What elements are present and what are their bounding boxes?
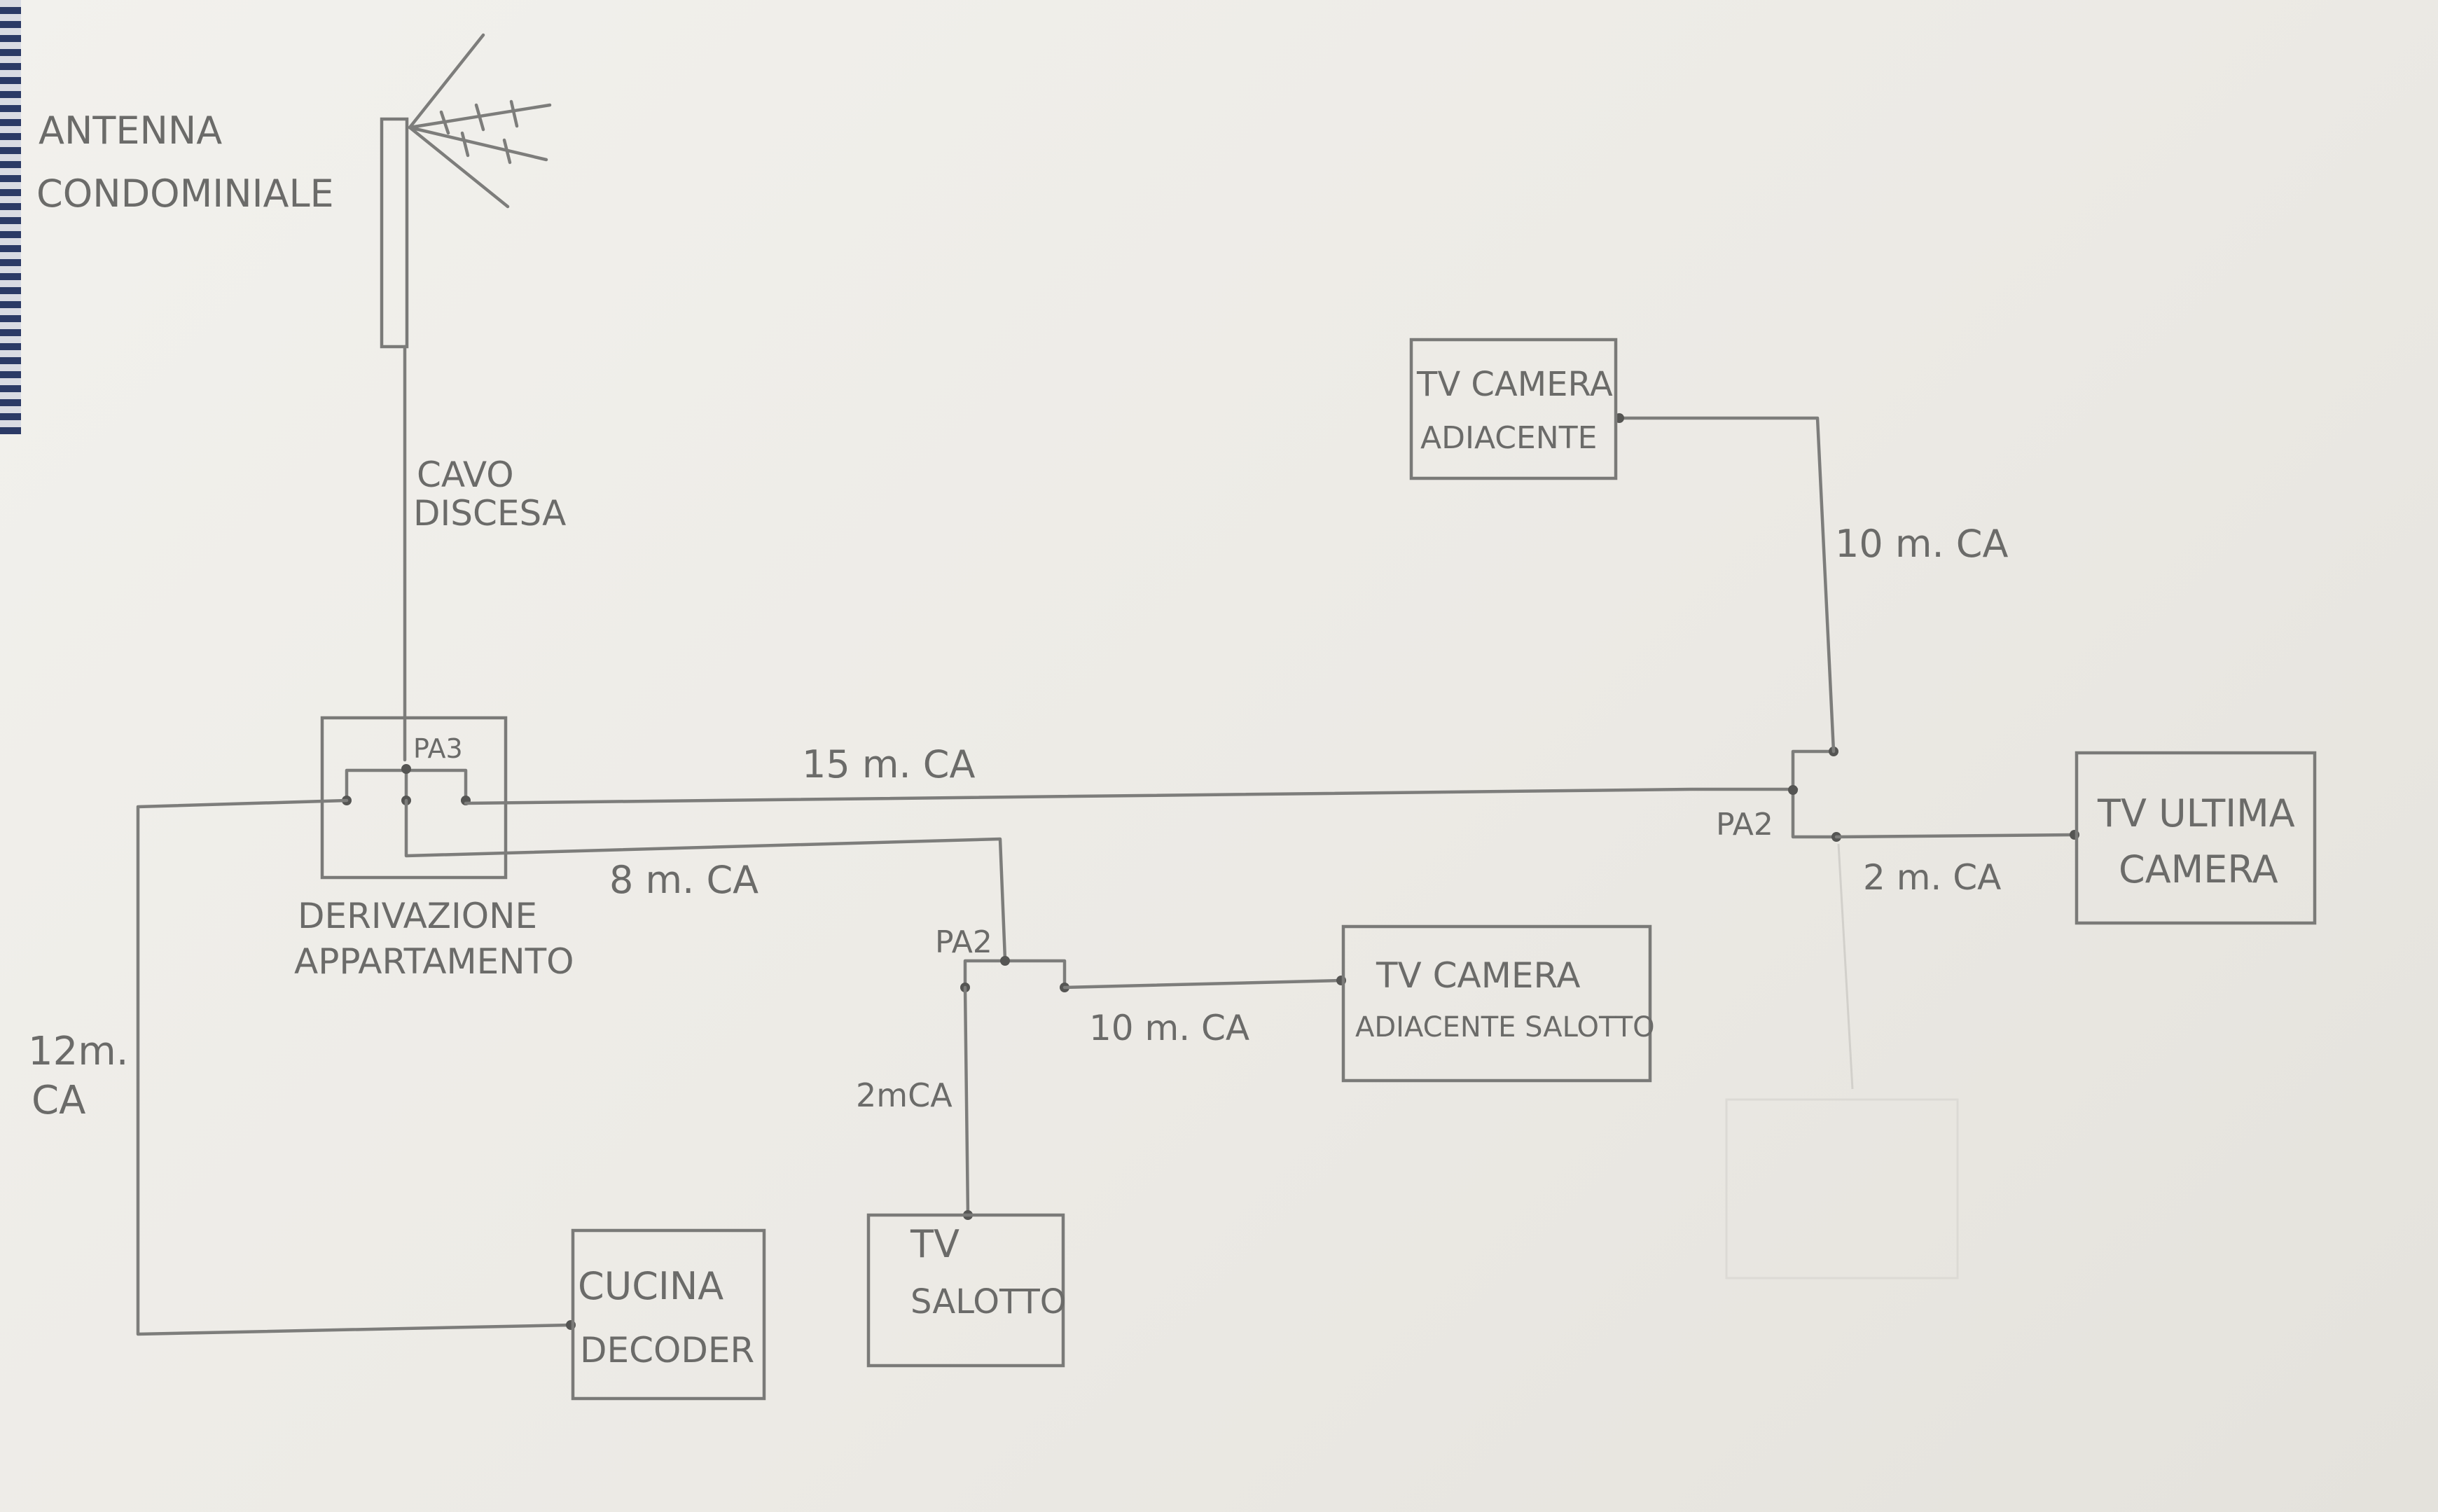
tv-salotto-label-2: SALOTTO	[910, 1282, 1067, 1322]
tv-camera-adiacente-label-1: TV CAMERA	[1416, 365, 1613, 404]
pa2-right-body	[1791, 749, 1838, 839]
cucina-decoder-box	[571, 1228, 766, 1401]
pa3-label: PA3	[413, 733, 463, 764]
antenna-lower-arm	[408, 125, 510, 209]
tv-ultima-camera-box	[2075, 751, 2317, 925]
cable-main-right	[464, 787, 1799, 805]
tv-camera-adiacente-salotto-box	[1341, 924, 1652, 1083]
antenna-element	[509, 99, 519, 128]
length-main-right: 15 m. CA	[802, 742, 976, 786]
antenna-upper-arm	[408, 33, 485, 130]
tv-salotto-box	[866, 1213, 1065, 1368]
length-camera-adiacente-salotto: 10 m. CA	[1089, 1008, 1249, 1048]
tv-camera-adiacente-salotto-label-1: TV CAMERA	[1376, 955, 1580, 996]
pa2-right-input	[1788, 785, 1798, 795]
erased-trace	[1837, 843, 1854, 1090]
length-salotto-splitter: 8 m. CA	[609, 858, 759, 902]
antenna-element	[502, 138, 512, 165]
cable-to-camera-adiacente-salotto	[1062, 978, 1343, 990]
antenna-icon	[380, 33, 552, 349]
antenna-element	[439, 110, 450, 135]
cable-to-camera-adiacente	[1617, 416, 1836, 754]
derivation-box	[320, 716, 508, 880]
cable-to-ultima-camera	[1834, 833, 2077, 839]
cable-to-cucina	[136, 798, 573, 1336]
pa2-right-label: PA2	[1716, 807, 1773, 842]
tv-camera-adiacente-label-2: ADIACENTE	[1420, 420, 1597, 456]
pa3-input	[401, 764, 411, 774]
cable-to-salotto-splitter	[404, 798, 1007, 962]
pa2-middle-label: PA2	[935, 924, 992, 960]
pa2-middle-body	[963, 959, 1067, 990]
antenna-element	[474, 103, 485, 132]
antenna-label-1: ANTENNA	[39, 109, 222, 153]
pa2-middle-input	[1000, 956, 1010, 966]
cable-label-2: DISCESA	[413, 493, 566, 534]
length-cucina-2: CA	[32, 1078, 85, 1123]
cable-to-tv-salotto	[963, 985, 970, 1217]
tv-salotto-label-1: TV	[910, 1222, 960, 1266]
tv-camera-adiacente-box	[1409, 338, 1618, 480]
length-cucina-1: 12m.	[28, 1029, 129, 1074]
derivation-label-2: APPARTAMENTO	[294, 941, 574, 982]
cable-label-1: CAVO	[417, 455, 514, 495]
length-camera-adiacente: 10 m. CA	[1835, 522, 2009, 566]
cucina-label-2: DECODER	[580, 1330, 754, 1371]
tv-camera-adiacente-salotto-label-2: ADIACENTE SALOTTO	[1355, 1011, 1655, 1043]
cucina-label-1: CUCINA	[578, 1264, 723, 1308]
antenna-element	[460, 131, 470, 158]
antenna-mast	[380, 117, 409, 349]
fabric-edge	[0, 0, 21, 434]
derivation-label-1: DERIVAZIONE	[298, 896, 537, 936]
erased-box	[1725, 1098, 1959, 1279]
antenna-boom-2	[408, 125, 548, 162]
tv-ultima-camera-label-1: TV ULTIMA	[2097, 791, 2295, 835]
length-ultima-camera: 2 m. CA	[1863, 857, 2001, 898]
tv-ultima-camera-label-2: CAMERA	[2119, 847, 2278, 892]
length-tv-salotto: 2mCA	[856, 1076, 953, 1114]
antenna-label-2: CONDOMINIALE	[36, 172, 334, 216]
